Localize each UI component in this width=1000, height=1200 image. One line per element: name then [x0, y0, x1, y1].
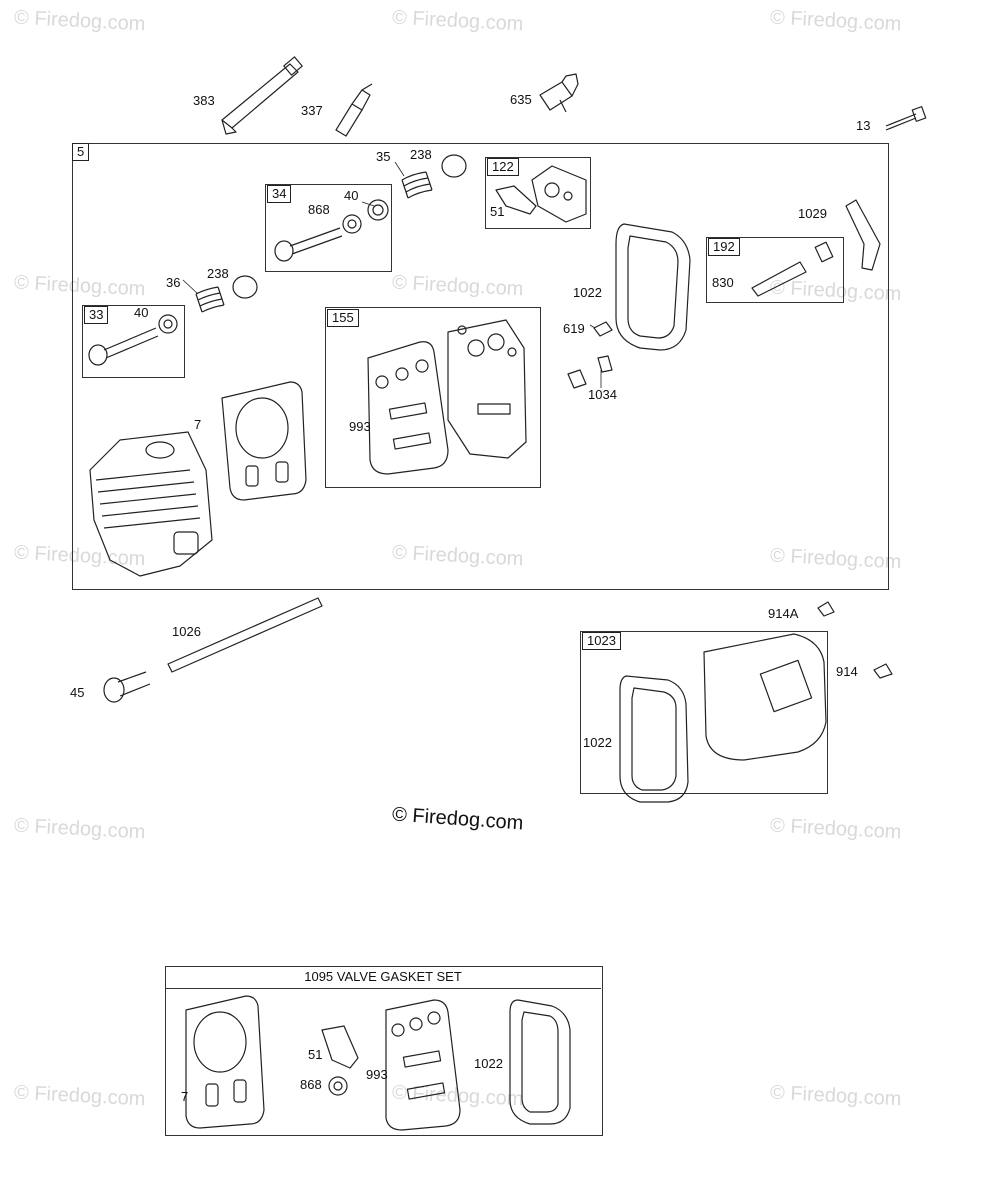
callout-1022: 1022	[583, 735, 612, 750]
callout-1022: 1022	[573, 285, 602, 300]
spark-plug-icon	[335, 83, 373, 137]
callout-122: 122	[487, 158, 519, 176]
callout-238: 238	[207, 266, 229, 281]
valve-kit-34-frame	[265, 184, 392, 272]
callout-13: 13	[856, 118, 871, 133]
callout-40: 40	[134, 305, 149, 320]
callout-993: 993	[349, 419, 371, 434]
callout-34: 34	[267, 185, 292, 203]
intake-gasket-icon	[367, 341, 449, 475]
callout-35: 35	[376, 149, 391, 164]
callout-1023: 1023	[582, 632, 621, 650]
head-gasket-icon	[185, 995, 265, 1129]
callout-155: 155	[327, 309, 359, 327]
valve-seal-icon	[342, 214, 362, 234]
rocker-cover-gasket-icon	[615, 223, 691, 351]
breather-gasket-icon	[321, 1025, 359, 1069]
callout-914A: 914A	[768, 606, 799, 621]
exhaust-valve-icon	[274, 227, 343, 262]
intake-gasket-icon	[385, 999, 461, 1131]
callout-40: 40	[344, 188, 359, 203]
callout-192: 192	[708, 238, 740, 256]
gasket-set-155-frame	[325, 307, 541, 488]
callout-337: 337	[301, 103, 323, 118]
callout-383: 383	[193, 93, 215, 108]
head-gasket-icon	[221, 381, 307, 501]
callout-1034: 1034	[588, 387, 617, 402]
callout-993: 993	[366, 1067, 388, 1082]
rocker-stud-icon	[751, 241, 834, 297]
cover-kit-1023-frame	[580, 631, 828, 794]
valve-cap-icon	[232, 275, 258, 299]
rocker-cover-icon	[703, 633, 827, 761]
breather-body-icon	[531, 165, 587, 223]
screw-icon	[817, 601, 835, 617]
rocker-arm-icon	[845, 199, 881, 271]
valve-gasket-set-title: 1095 VALVE GASKET SET	[165, 966, 601, 989]
nut-icon	[597, 355, 613, 373]
valve-spring-icon	[195, 286, 225, 313]
spark-plug-wrench-icon	[221, 56, 303, 135]
callout-635: 635	[510, 92, 532, 107]
manifold-gasket-icon	[447, 319, 527, 459]
valve-spring-icon	[401, 171, 433, 199]
callout-238: 238	[410, 147, 432, 162]
cylinder-head-icon	[89, 431, 213, 577]
valve-cap-icon	[441, 154, 467, 178]
valve-seal-icon	[328, 1076, 348, 1096]
valve-gasket-set-frame	[165, 966, 603, 1136]
bolt-icon	[885, 106, 927, 131]
callout-1029: 1029	[798, 206, 827, 221]
valve-retainer-icon	[367, 199, 389, 221]
callout-1022: 1022	[474, 1056, 503, 1071]
intake-valve-icon	[88, 327, 159, 366]
callout-33: 33	[84, 306, 109, 324]
rocker-kit-192-frame	[706, 237, 844, 303]
callout-7: 7	[181, 1089, 189, 1104]
callout-868: 868	[308, 202, 330, 217]
callout-914: 914	[836, 664, 858, 679]
push-rod-icon	[167, 597, 323, 673]
breather-gasket-icon	[495, 185, 537, 215]
callout-5: 5	[72, 143, 90, 161]
screw-icon	[873, 663, 893, 679]
callout-619: 619	[563, 321, 585, 336]
callout-45: 45	[70, 685, 85, 700]
callout-830: 830	[712, 275, 734, 290]
valve-tappet-icon	[103, 671, 151, 703]
callout-7: 7	[194, 417, 202, 432]
callout-36: 36	[166, 275, 181, 290]
callout-868: 868	[300, 1077, 322, 1092]
callout-1026: 1026	[172, 624, 201, 639]
valve-retainer-icon	[158, 314, 178, 334]
breather-kit-122-frame	[485, 157, 591, 229]
valve-kit-33-frame	[82, 305, 185, 378]
breather-valve-icon	[539, 73, 579, 113]
cylinder-head-assembly-frame	[72, 143, 889, 590]
nut-icon	[567, 369, 587, 389]
callout-51: 51	[490, 204, 505, 219]
screw-icon	[593, 321, 613, 337]
rocker-cover-gasket-icon	[509, 999, 571, 1125]
callout-51: 51	[308, 1047, 323, 1062]
